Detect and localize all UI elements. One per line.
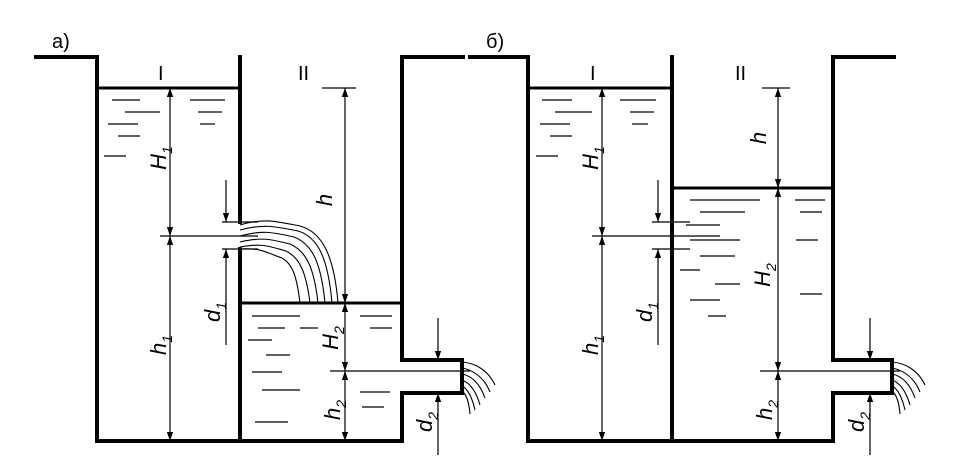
dim-label-d2: d2 bbox=[412, 412, 441, 432]
dim-label-H1: H1 bbox=[146, 146, 175, 170]
water-ripples-tank-2 bbox=[680, 199, 825, 317]
dim-label-d1: d1 bbox=[632, 302, 661, 322]
svg-text:h: h bbox=[746, 132, 771, 144]
dim-label-h: h bbox=[312, 194, 337, 206]
dim-label-h1: h1 bbox=[146, 335, 175, 355]
panel-b: б) bbox=[468, 31, 926, 455]
svg-text:H2: H2 bbox=[750, 263, 779, 287]
dim-label-h: h bbox=[746, 132, 771, 144]
svg-text:h1: h1 bbox=[146, 335, 175, 355]
water-ripples-tank-1 bbox=[104, 99, 225, 157]
jet-orifice-2 bbox=[891, 361, 926, 415]
tank-label-1: I bbox=[590, 63, 596, 85]
panel-label-a: а) bbox=[52, 31, 70, 53]
dim-label-h2: h2 bbox=[752, 400, 781, 420]
dim-label-H2: H2 bbox=[750, 263, 779, 287]
svg-text:H1: H1 bbox=[578, 146, 607, 170]
tank-label-2: II bbox=[735, 63, 746, 85]
tank-label-1: I bbox=[158, 63, 164, 85]
dim-label-h1: h1 bbox=[578, 335, 607, 355]
svg-text:h2: h2 bbox=[752, 400, 781, 420]
svg-text:h1: h1 bbox=[578, 335, 607, 355]
water-ripples-tank-2 bbox=[248, 315, 392, 423]
jet-orifice-1 bbox=[239, 220, 339, 304]
panel-label-b: б) bbox=[486, 31, 504, 53]
dim-label-h2: h2 bbox=[320, 400, 349, 420]
tank-wall-left bbox=[34, 55, 465, 443]
tank-label-2: II bbox=[298, 63, 309, 85]
jet-orifice-2 bbox=[461, 361, 496, 415]
water-ripples-tank-1 bbox=[536, 99, 656, 157]
svg-text:h2: h2 bbox=[320, 400, 349, 420]
svg-text:H2: H2 bbox=[318, 326, 347, 350]
tank-wall-right bbox=[468, 55, 896, 443]
svg-text:H1: H1 bbox=[146, 146, 175, 170]
svg-text:h: h bbox=[312, 194, 337, 206]
dim-label-H1: H1 bbox=[578, 146, 607, 170]
panel-a: а) bbox=[34, 31, 496, 455]
dim-label-d2: d2 bbox=[844, 412, 873, 432]
svg-text:d2: d2 bbox=[412, 412, 441, 432]
svg-text:d1: d1 bbox=[632, 302, 661, 322]
dim-label-H2: H2 bbox=[318, 326, 347, 350]
svg-text:d2: d2 bbox=[844, 412, 873, 432]
dim-label-d1: d1 bbox=[200, 302, 229, 322]
svg-text:d1: d1 bbox=[200, 302, 229, 322]
